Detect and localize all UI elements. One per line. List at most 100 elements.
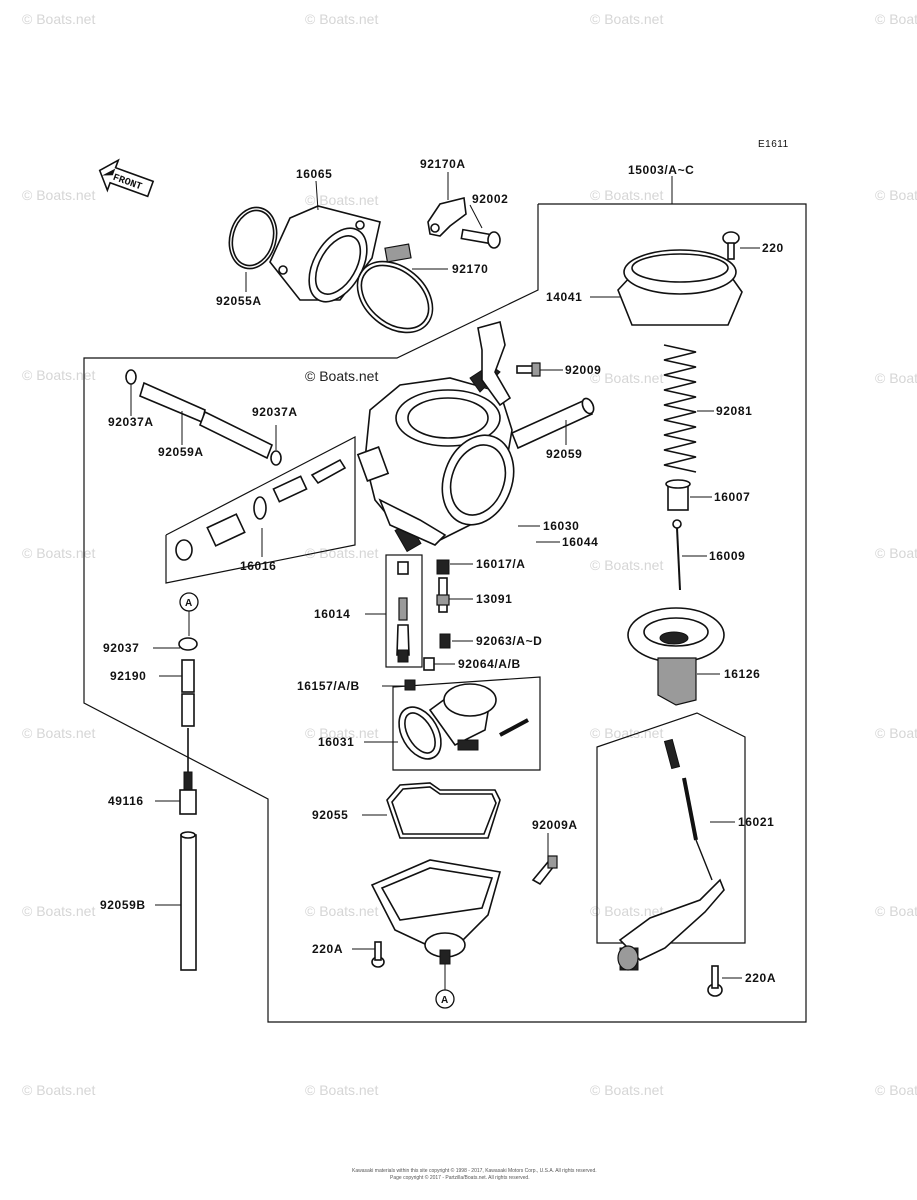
- part-label-16016[interactable]: 16016: [240, 559, 276, 573]
- part-label-92081[interactable]: 92081: [716, 404, 752, 418]
- part-label-92059B[interactable]: 92059B: [100, 898, 146, 912]
- watermark: © Boats.net: [590, 187, 663, 203]
- watermark: © Boats.net: [305, 725, 378, 741]
- jet-needle-16009: [672, 519, 682, 591]
- screw-220A: [707, 965, 723, 997]
- pilot-screw-16016: [175, 458, 347, 561]
- part-label-16030[interactable]: 16030: [543, 519, 579, 533]
- watermark: © Boats.net: [590, 11, 663, 27]
- part-label-14041[interactable]: 14041: [546, 290, 582, 304]
- watermark: © Boats.net: [305, 1082, 378, 1098]
- part-label-92170[interactable]: 92170: [452, 262, 488, 276]
- part-label-16007[interactable]: 16007: [714, 490, 750, 504]
- screw-92009A: [531, 855, 558, 886]
- part-label-16009[interactable]: 16009: [709, 549, 745, 563]
- watermark-highlighted: © Boats.net: [305, 368, 378, 384]
- clip-92037A: [125, 369, 137, 385]
- watermark-layer: © Boats.net © Boats.net © Boats.net © Bo…: [22, 11, 917, 1098]
- marker-label: A: [441, 995, 448, 1006]
- part-label-92170A[interactable]: 92170A: [420, 157, 466, 171]
- watermark: © Boats.net: [22, 1082, 95, 1098]
- watermark: © Boats.net: [875, 1082, 917, 1098]
- part-label-92037[interactable]: 92037: [103, 641, 139, 655]
- carburetor-body: [356, 321, 515, 553]
- part-label-92055A[interactable]: 92055A: [216, 294, 262, 308]
- part-label-220[interactable]: 220: [762, 241, 784, 255]
- part-labels: 16065 92170A 92002 92170 92055A 15003/A~…: [100, 157, 784, 985]
- screw-92009: [516, 362, 541, 377]
- gasket-92055: [386, 782, 501, 839]
- part-label-92037A[interactable]: 92037A: [108, 415, 154, 429]
- part-label-92037A[interactable]: 92037A: [252, 405, 298, 419]
- watermark: © Boats.net: [22, 903, 95, 919]
- watermark: © Boats.net: [22, 725, 95, 741]
- part-label-16044[interactable]: 16044: [562, 535, 598, 549]
- watermark: © Boats.net: [590, 725, 663, 741]
- starter-cable-16021: [617, 738, 725, 971]
- bracket-92170A: [427, 197, 467, 237]
- marker-label: A: [185, 598, 192, 609]
- part-label-220A[interactable]: 220A: [312, 942, 343, 956]
- part-label-92059A[interactable]: 92059A: [158, 445, 204, 459]
- part-label-16157[interactable]: 16157/A/B: [297, 679, 360, 693]
- jet-group-box: [385, 554, 423, 668]
- screw-220A: [371, 941, 385, 968]
- screw-220: [722, 231, 740, 260]
- watermark: © Boats.net: [590, 557, 663, 573]
- part-label-16065[interactable]: 16065: [296, 167, 332, 181]
- piston-16126: [627, 607, 725, 706]
- part-label-92064[interactable]: 92064/A/B: [458, 657, 521, 671]
- part-label-49116[interactable]: 49116: [108, 794, 144, 808]
- reference-marker-a: A: [435, 964, 455, 1009]
- part-label-92009A[interactable]: 92009A: [532, 818, 578, 832]
- part-label-16126[interactable]: 16126: [724, 667, 760, 681]
- part-label-16014[interactable]: 16014: [314, 607, 350, 621]
- watermark: © Boats.net: [590, 370, 663, 386]
- leader-lines: [130, 172, 760, 979]
- watermark: © Boats.net: [590, 903, 663, 919]
- clamp-92170: [356, 243, 434, 334]
- watermark: © Boats.net: [875, 187, 917, 203]
- part-label-13091[interactable]: 13091: [476, 592, 512, 606]
- reference-marker-a: A: [179, 592, 199, 636]
- part-label-92059[interactable]: 92059: [546, 447, 582, 461]
- part-label-220A[interactable]: 220A: [745, 971, 776, 985]
- jet-92064: [423, 657, 435, 671]
- cable-group-box: [596, 712, 746, 944]
- part-label-92055[interactable]: 92055: [312, 808, 348, 822]
- watermark: © Boats.net: [22, 367, 95, 383]
- top-cover-14041: [617, 249, 743, 326]
- part-label-15003[interactable]: 15003/A~C: [628, 163, 694, 177]
- part-label-92190[interactable]: 92190: [110, 669, 146, 683]
- footer-copyright-2: Page copyright © 2017 - Partzilla/Boats.…: [390, 1174, 530, 1181]
- part-label-92002[interactable]: 92002: [472, 192, 508, 206]
- watermark: © Boats.net: [875, 545, 917, 561]
- spring-92081: [663, 344, 697, 473]
- screw-92002: [460, 228, 501, 249]
- hose-92059: [510, 397, 595, 450]
- watermark: © Boats.net: [22, 187, 95, 203]
- part-label-16031[interactable]: 16031: [318, 735, 354, 749]
- jet-92063: [439, 633, 451, 649]
- needle-jet-13091: [436, 577, 450, 613]
- watermark: © Boats.net: [22, 11, 95, 27]
- front-arrow-icon: FRONT: [98, 158, 155, 198]
- watermark: © Boats.net: [875, 903, 917, 919]
- watermark: © Boats.net: [305, 903, 378, 919]
- watermark: © Boats.net: [875, 11, 917, 27]
- watermark: © Boats.net: [875, 370, 917, 386]
- jet-16017: [436, 559, 450, 575]
- watermark: © Boats.net: [590, 1082, 663, 1098]
- jet-16014: [396, 561, 410, 663]
- part-label-16021[interactable]: 16021: [738, 815, 774, 829]
- hose-92190: [181, 659, 195, 727]
- part-label-16017[interactable]: 16017/A: [476, 557, 526, 571]
- part-label-92009[interactable]: 92009: [565, 363, 601, 377]
- diagram-code: E1611: [758, 139, 789, 150]
- watermark: © Boats.net: [305, 192, 378, 208]
- jet-16157: [404, 679, 416, 691]
- part-label-92063[interactable]: 92063/A~D: [476, 634, 542, 648]
- clip-92037A: [270, 450, 282, 466]
